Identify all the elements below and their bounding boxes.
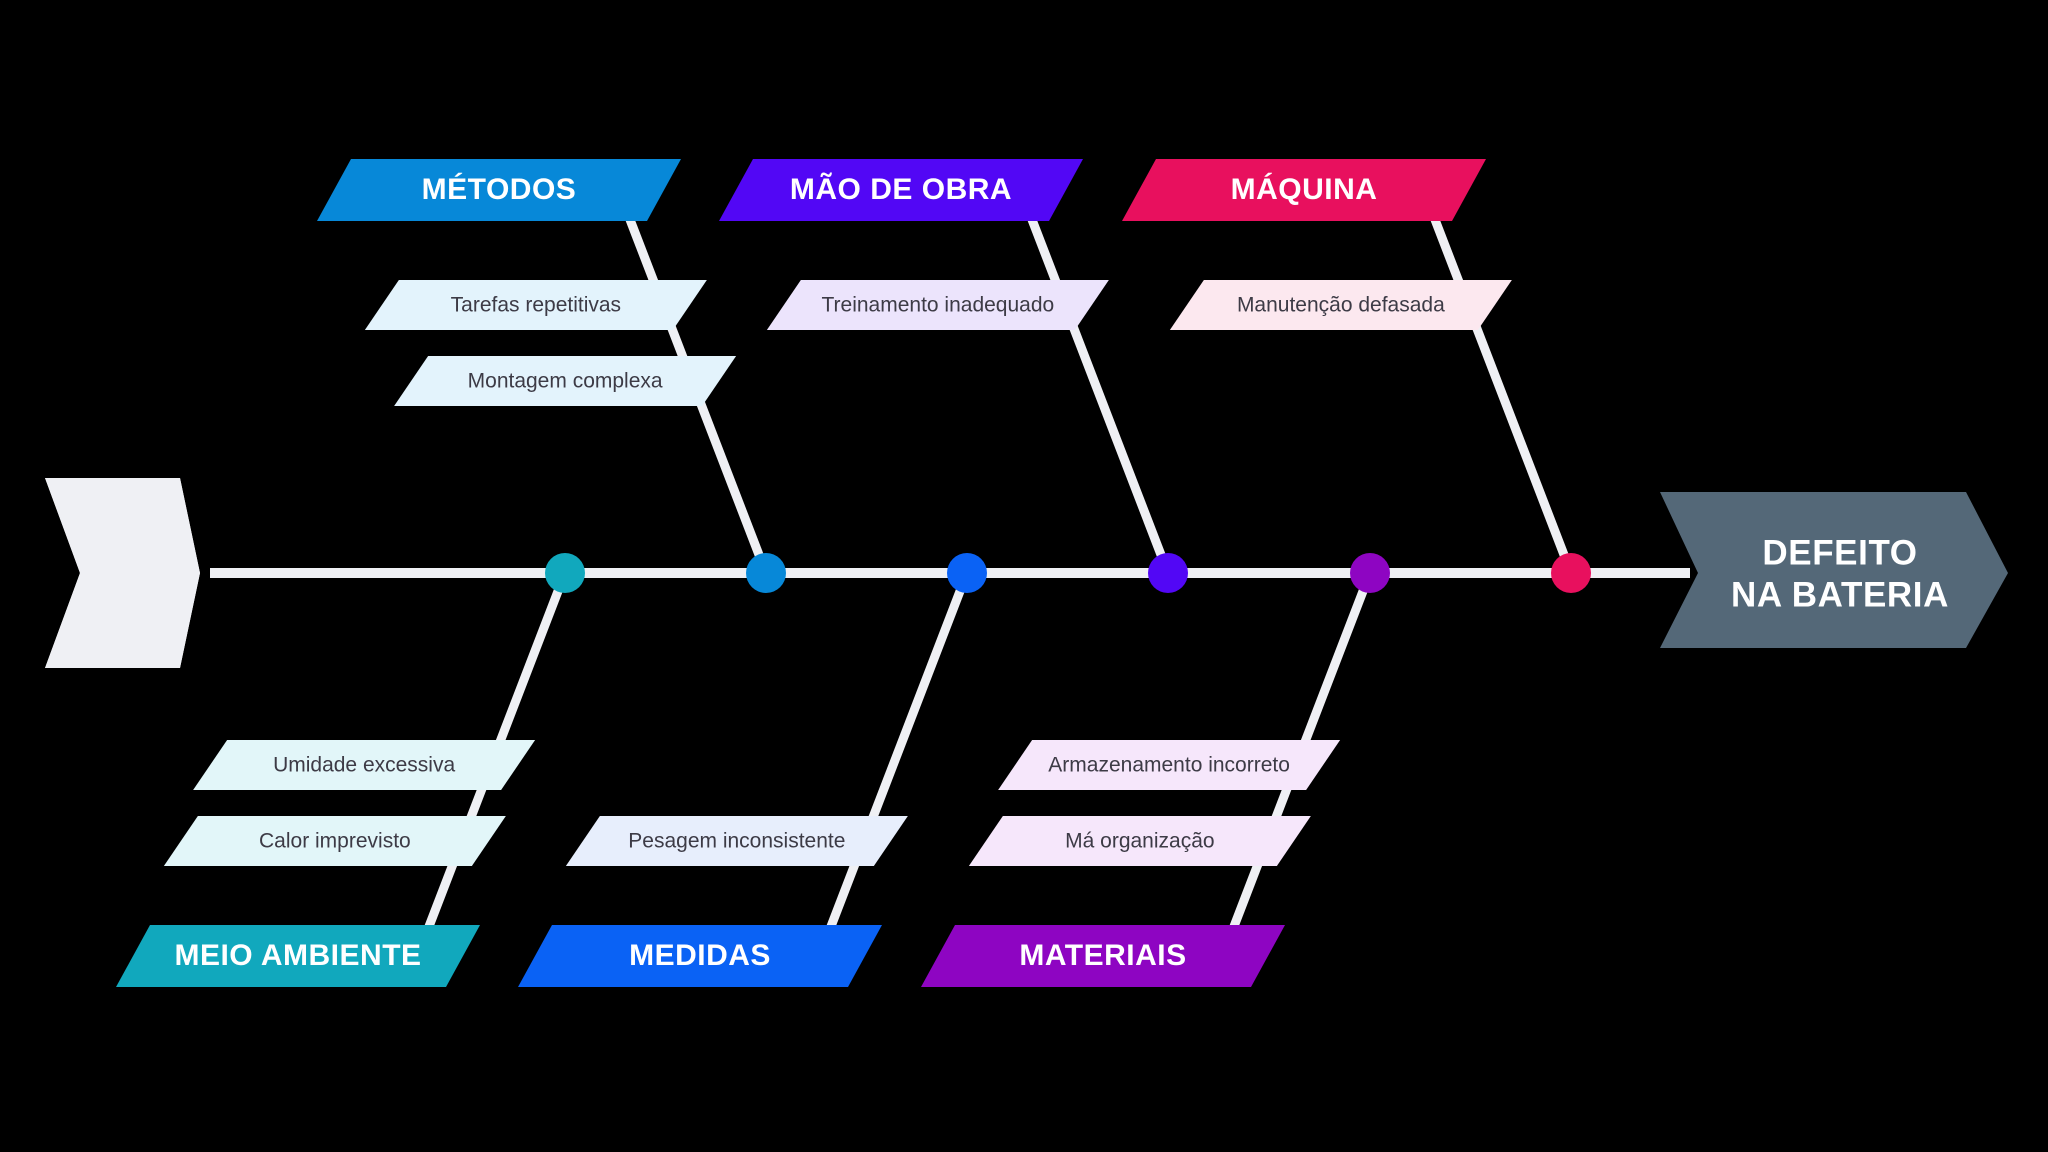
cause-box-metodos-1[interactable]	[364, 280, 707, 330]
node-meio-ambiente[interactable]	[545, 553, 585, 593]
node-medidas[interactable]	[947, 553, 987, 593]
cause-text-maquina-0: Manutenção defasada	[1237, 294, 1445, 317]
category-labels-group: MÉTODOS MÃO DE OBRA MÁQUINA MEIO AMBIENTE ME…	[116, 159, 1486, 987]
cause-boxes-group: Montagem complexa Tarefas repetitivas Trei…	[163, 280, 1512, 866]
cause-text-meio-ambiente-0: Umidade excessiva	[273, 754, 455, 777]
category-label-text-metodos: MÉTODOS	[422, 172, 577, 206]
category-label-shape-medidas[interactable]	[518, 925, 882, 987]
cause-text-metodos-0: Montagem complexa	[468, 370, 663, 393]
category-label-text-materiais: MATERIAIS	[1019, 939, 1186, 972]
cause-text-medidas-0: Pesagem inconsistente	[628, 830, 845, 853]
cause-text-materiais-1: Má organização	[1065, 830, 1214, 853]
category-label-shape-materiais[interactable]	[921, 925, 1285, 987]
category-label-text-maquina: MÁQUINA	[1231, 172, 1378, 206]
cause-box-materiais-1[interactable]	[968, 816, 1311, 866]
cause-box-maquina-0[interactable]	[1169, 280, 1512, 330]
spine-nodes-group	[545, 553, 1591, 593]
category-label-shape-maquina[interactable]	[1122, 159, 1486, 221]
node-metodos[interactable]	[746, 553, 786, 593]
cause-box-mao-de-obra-0[interactable]	[766, 280, 1109, 330]
cause-text-materiais-0: Armazenamento incorreto	[1048, 754, 1290, 777]
branch-line-mao-de-obra	[1026, 215, 1173, 575]
node-materiais[interactable]	[1350, 553, 1390, 593]
category-label-text-meio-ambiente: MEIO AMBIENTE	[174, 939, 421, 972]
cause-box-meio-ambiente-1[interactable]	[163, 816, 506, 866]
tail-group	[45, 478, 200, 668]
cause-box-medidas-0[interactable]	[565, 816, 908, 866]
cause-text-metodos-1: Tarefas repetitivas	[451, 294, 621, 317]
tail-chevron	[45, 478, 200, 668]
branch-line-maquina	[1429, 215, 1576, 575]
cause-box-meio-ambiente-0[interactable]	[193, 740, 536, 790]
cause-text-mao-de-obra-0: Treinamento inadequado	[821, 294, 1054, 317]
category-label-shape-meio-ambiente[interactable]	[116, 925, 480, 987]
cause-box-materiais-0[interactable]	[998, 740, 1341, 790]
branch-line-medidas	[825, 571, 972, 931]
node-maquina[interactable]	[1551, 553, 1591, 593]
category-label-text-mao-de-obra: MÃO DE OBRA	[790, 172, 1012, 206]
category-label-shape-mao-de-obra[interactable]	[719, 159, 1083, 221]
category-label-text-medidas: MEDIDAS	[629, 939, 771, 972]
node-mao-de-obra[interactable]	[1148, 553, 1188, 593]
effect-head-shape[interactable]	[1660, 492, 2008, 648]
effect-head-line2: NA BATERIA	[1731, 575, 1949, 614]
cause-box-metodos-0[interactable]	[394, 356, 737, 406]
category-label-shape-metodos[interactable]	[317, 159, 681, 221]
effect-head-line1: DEFEITO	[1762, 533, 1917, 572]
cause-text-meio-ambiente-1: Calor imprevisto	[259, 830, 411, 853]
